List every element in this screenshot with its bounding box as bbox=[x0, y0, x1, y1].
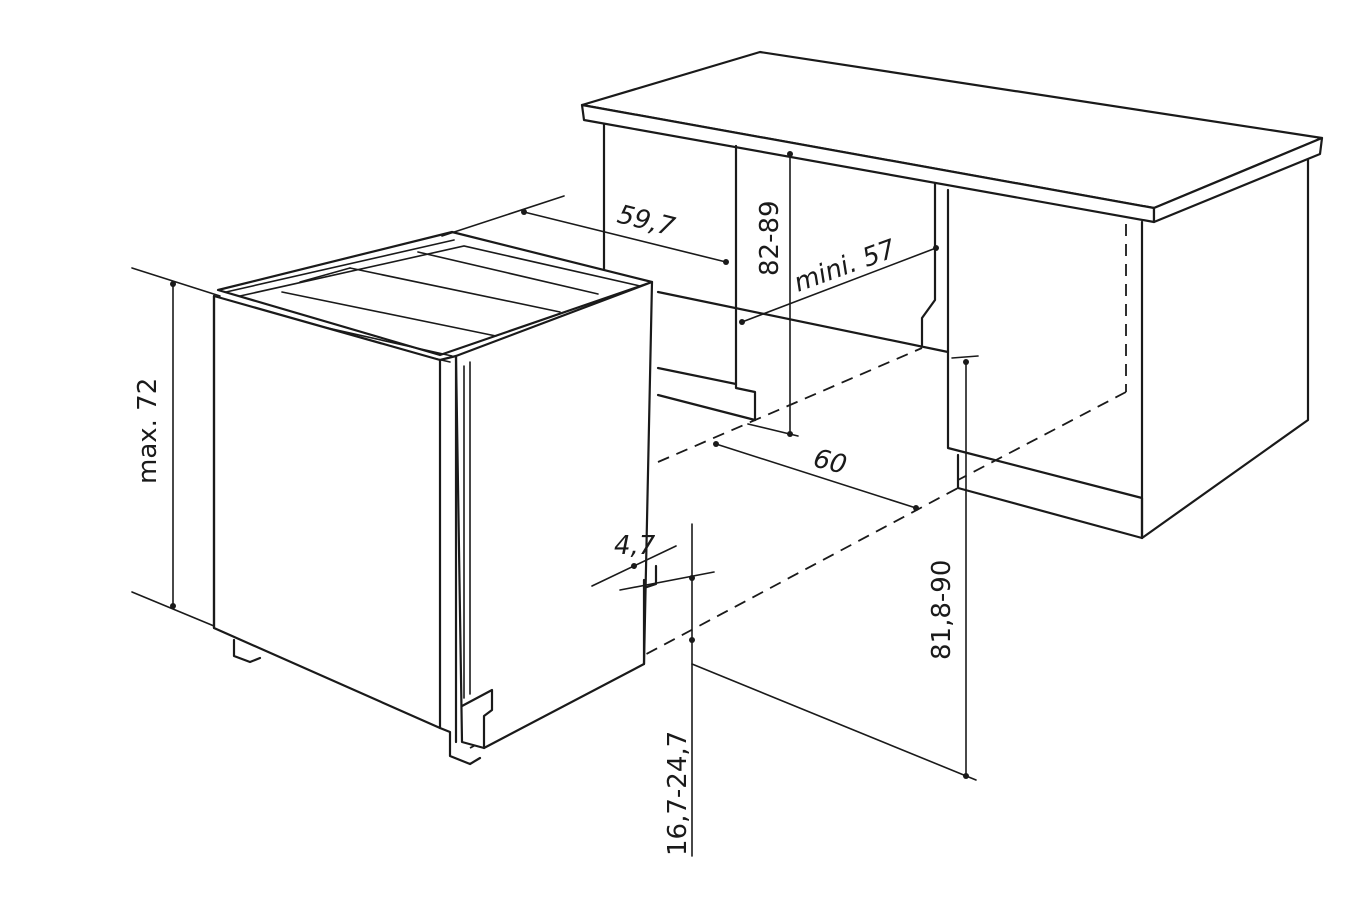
top-rail-7 bbox=[299, 267, 351, 283]
door-hinge bbox=[642, 564, 658, 590]
dim-offset-arrow bbox=[631, 563, 637, 569]
dim-total-height-ext-top bbox=[951, 355, 979, 359]
right-cabinet-hidden-floor bbox=[957, 391, 1127, 481]
dim-height-arrow-bottom bbox=[170, 603, 176, 609]
dim-niche-height-ext bbox=[747, 423, 799, 437]
dim-depth-arrow-right bbox=[723, 259, 729, 265]
label-niche-min-width: mini. 57 bbox=[790, 234, 900, 299]
label-niche-height: 82-89 bbox=[755, 200, 785, 276]
dim-total-height-arrow-top bbox=[963, 359, 969, 365]
dim-plinth-arrow-top bbox=[689, 575, 695, 581]
dishwasher bbox=[212, 230, 658, 766]
door-bottom-foot bbox=[460, 688, 494, 750]
cabinet-niche bbox=[469, 50, 1324, 749]
top-rail-1 bbox=[225, 239, 455, 293]
dim-width-arrow-right bbox=[913, 505, 919, 511]
dim-width-line bbox=[715, 443, 917, 509]
floor-line-front bbox=[469, 487, 959, 749]
label-door-offset: 4,7 bbox=[614, 531, 656, 561]
right-cabinet-front bbox=[946, 188, 1144, 540]
niche-inner-step bbox=[656, 366, 738, 386]
right-cabinet-front-base bbox=[956, 453, 1144, 540]
dim-width-arrow-left bbox=[713, 441, 719, 447]
dim-depth-extension bbox=[441, 195, 565, 237]
dim-min-width-line bbox=[741, 247, 937, 323]
dim-depth-arrow-left bbox=[521, 209, 527, 215]
door-foot-2 bbox=[438, 726, 482, 766]
niche-right-inner bbox=[920, 182, 937, 347]
dim-total-height-ext-bottom bbox=[691, 663, 977, 781]
niche-inner-wall bbox=[734, 144, 757, 422]
dishwasher-door bbox=[454, 280, 654, 750]
dimension-lines bbox=[131, 151, 979, 857]
niche-back-line bbox=[656, 290, 950, 354]
label-total-height: 81,8-90 bbox=[927, 560, 957, 660]
label-appliance-height: max. 72 bbox=[133, 378, 163, 484]
dim-min-width-arrow-left bbox=[739, 319, 745, 325]
worktop-side-edge bbox=[1152, 136, 1324, 224]
top-rail-3 bbox=[281, 291, 497, 337]
label-plinth-height: 16,7-24,7 bbox=[663, 731, 693, 856]
dishwasher-side bbox=[212, 294, 442, 730]
dim-min-width-arrow-right bbox=[933, 245, 939, 251]
niche-base-left bbox=[656, 393, 757, 422]
dim-offset-line-2 bbox=[619, 571, 715, 591]
dim-height-extension-top bbox=[131, 267, 221, 297]
top-rail-5 bbox=[417, 251, 599, 295]
top-rail-2 bbox=[239, 245, 641, 297]
right-cabinet-side bbox=[1140, 158, 1310, 540]
dim-plinth-arrow-bottom bbox=[689, 637, 695, 643]
door-left-edge bbox=[438, 354, 458, 744]
dim-niche-height-arrow-top bbox=[787, 151, 793, 157]
top-rail-4 bbox=[349, 267, 561, 313]
dim-depth-line bbox=[523, 211, 727, 263]
dim-height-arrow-top bbox=[170, 281, 176, 287]
left-foot bbox=[232, 638, 262, 664]
